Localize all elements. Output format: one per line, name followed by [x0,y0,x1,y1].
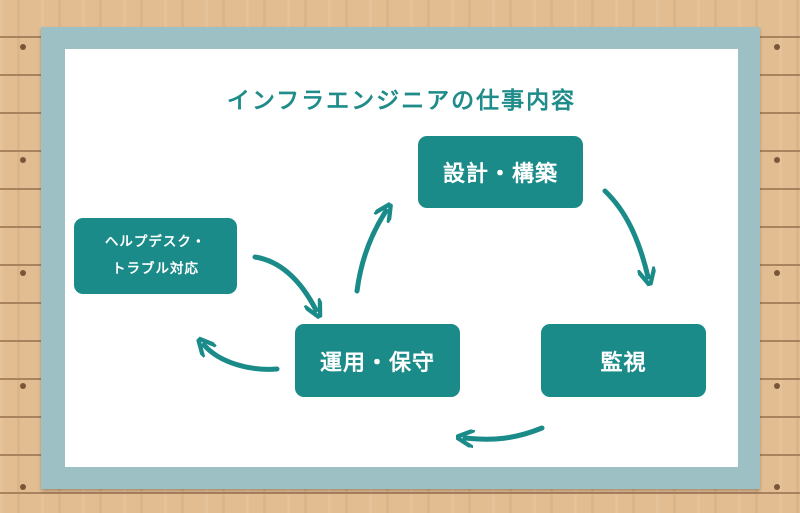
arrow-helpdesk-to-operation [252,254,316,310]
node-monitoring-label: 監視 [600,350,647,376]
nail-icon [774,157,780,163]
flow-arrows [65,188,738,467]
nail-icon [20,270,26,276]
whiteboard-frame: インフラエンジニアの仕事内容 設計・構築 監視 運用・保守 ヘルプデスク・ トラ… [41,27,760,489]
whiteboard: インフラエンジニアの仕事内容 設計・構築 監視 運用・保守 ヘルプデスク・ トラ… [65,49,738,467]
nail-icon [20,383,26,389]
node-helpdesk-label-line1: ヘルプデスク・ [104,234,207,250]
node-design: 設計・構築 [418,136,583,208]
nail-icon [774,383,780,389]
node-helpdesk-label-line2: トラブル対応 [112,261,199,277]
node-design-label: 設計・構築 [442,162,558,187]
nail-icon [20,44,26,50]
node-helpdesk: ヘルプデスク・ トラブル対応 [74,218,237,294]
arrow-monitoring-to-operation [465,425,545,439]
nail-icon [20,484,26,490]
nail-icon [20,157,26,163]
nail-icon [774,44,780,50]
nail-icon [774,270,780,276]
nail-icon [774,484,780,490]
arrow-design-to-monitoring [602,188,648,277]
node-monitoring: 監視 [541,324,706,397]
arrow-operation-to-helpdesk [204,345,280,372]
node-operation-label: 運用・保守 [319,350,435,376]
node-operation: 運用・保守 [295,324,460,397]
arrow-operation-to-design [354,211,386,294]
diagram-title: インフラエンジニアの仕事内容 [226,88,577,114]
